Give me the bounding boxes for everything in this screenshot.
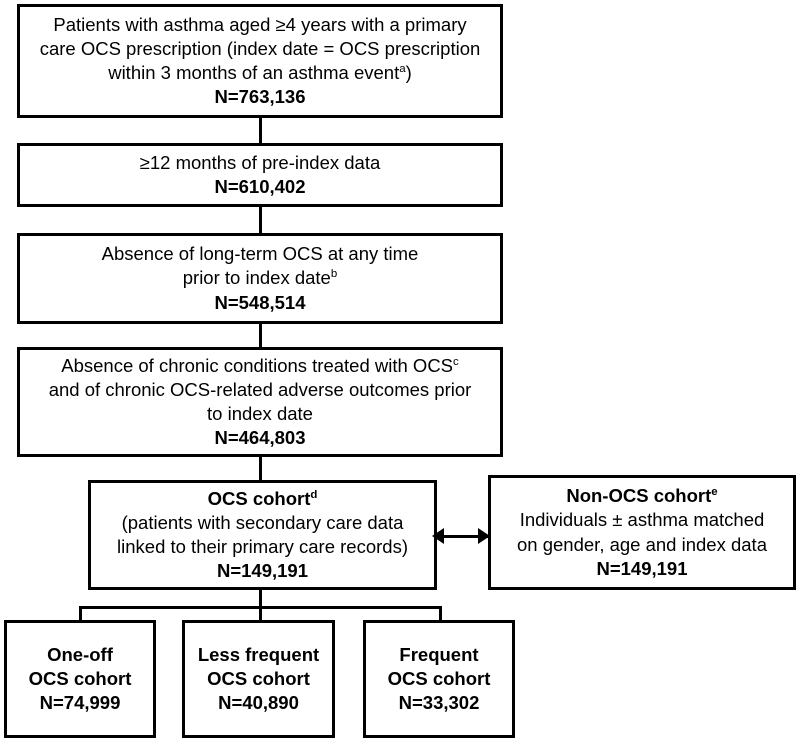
node-frequent-cohort-line-1: Frequent — [399, 643, 479, 665]
arrow-head-left-icon — [432, 528, 444, 544]
node-one-off-cohort-count: N=74,999 — [39, 692, 121, 714]
node-frequent-cohort-line-2: OCS cohort — [387, 667, 491, 689]
node-no-long-term-ocs-line-1: Absence of long-term OCS at any time — [101, 243, 419, 265]
node-no-chronic-conditions-count: N=464,803 — [214, 427, 306, 449]
connector-screened-to-preindex — [259, 118, 262, 143]
node-screened-superscript: a — [399, 62, 406, 75]
node-less-frequent-cohort-line-2: OCS cohort — [207, 667, 310, 689]
node-no-long-term-ocs-line-2-text: prior to index date — [182, 267, 331, 289]
node-no-long-term-ocs-superscript: b — [330, 268, 338, 281]
node-non-ocs-cohort: Non-OCS cohorte Individuals ± asthma mat… — [488, 475, 796, 590]
node-one-off-cohort-line-1: One-off — [47, 643, 113, 665]
node-ocs-cohort-line-1: (patients with secondary care data — [121, 511, 404, 533]
node-pre-index-line-1: ≥12 months of pre-index data — [139, 151, 381, 173]
connector-bus-to-oneoff — [79, 606, 82, 621]
connector-nochronic-to-ocscohort — [259, 457, 262, 480]
node-screened-line-3-text: within 3 months of an asthma event — [108, 62, 400, 83]
node-no-chronic-conditions-line-2: and of chronic OCS-related adverse outco… — [48, 378, 472, 400]
node-ocs-cohort-header: OCS cohortd — [208, 487, 318, 511]
node-screened: Patients with asthma aged ≥4 years with … — [17, 4, 503, 118]
arrow-head-right-icon — [478, 528, 490, 544]
node-frequent-cohort-count: N=33,302 — [398, 692, 480, 714]
node-pre-index-count: N=610,402 — [214, 176, 306, 197]
node-no-long-term-ocs: Absence of long-term OCS at any time pri… — [17, 233, 503, 324]
node-frequent-cohort: Frequent OCS cohort N=33,302 — [363, 620, 515, 738]
node-non-ocs-cohort-header-text: Non-OCS cohort — [566, 485, 712, 507]
node-less-frequent-cohort-line-1: Less frequent — [197, 643, 320, 665]
node-no-chronic-conditions-superscript: c — [453, 355, 459, 368]
node-screened-line-3-suffix: ) — [405, 62, 412, 83]
node-ocs-cohort-superscript: d — [310, 488, 318, 501]
node-non-ocs-cohort-line-2: on gender, age and index data — [517, 533, 767, 555]
arrow-ocs-to-nonocs-line — [437, 535, 488, 538]
node-non-ocs-cohort-line-1: Individuals ± asthma matched — [519, 509, 765, 531]
node-screened-line-2: care OCS prescription (index date = OCS … — [39, 37, 481, 59]
connector-subcohort-bus — [79, 606, 442, 609]
connector-bus-to-frequent — [439, 606, 442, 621]
node-screened-line-1: Patients with asthma aged ≥4 years with … — [53, 13, 467, 35]
connector-ocscohort-stem — [259, 589, 262, 621]
node-no-long-term-ocs-count: N=548,514 — [214, 291, 306, 313]
connector-preindex-to-nolongtermocs — [259, 207, 262, 233]
node-screened-count: N=763,136 — [214, 86, 306, 108]
node-less-frequent-cohort: Less frequent OCS cohort N=40,890 — [182, 620, 335, 738]
node-screened-line-3: within 3 months of an asthma eventa) — [108, 61, 412, 85]
node-pre-index: ≥12 months of pre-index data N=610,402 — [17, 143, 503, 207]
node-one-off-cohort-line-2: OCS cohort — [28, 667, 132, 689]
connector-nolongtermocs-to-nochronic — [259, 324, 262, 347]
node-ocs-cohort: OCS cohortd (patients with secondary car… — [88, 480, 437, 590]
node-no-chronic-conditions-line-3: to index date — [207, 403, 313, 424]
node-ocs-cohort-line-2: linked to their primary care records) — [117, 536, 408, 557]
node-ocs-cohort-header-text: OCS cohort — [207, 487, 311, 509]
node-ocs-cohort-count: N=149,191 — [216, 560, 309, 582]
node-non-ocs-cohort-header: Non-OCS cohorte — [566, 484, 717, 508]
node-no-chronic-conditions-line-1: Absence of chronic conditions treated wi… — [61, 354, 459, 378]
node-non-ocs-cohort-count: N=149,191 — [596, 557, 688, 579]
node-one-off-cohort: One-off OCS cohort N=74,999 — [4, 620, 156, 738]
node-non-ocs-cohort-superscript: e — [711, 486, 718, 499]
node-less-frequent-cohort-count: N=40,890 — [218, 692, 299, 714]
node-no-chronic-conditions-line-1-text: Absence of chronic conditions treated wi… — [61, 354, 454, 376]
node-no-chronic-conditions: Absence of chronic conditions treated wi… — [17, 347, 503, 457]
node-no-long-term-ocs-line-2: prior to index dateb — [183, 266, 337, 290]
